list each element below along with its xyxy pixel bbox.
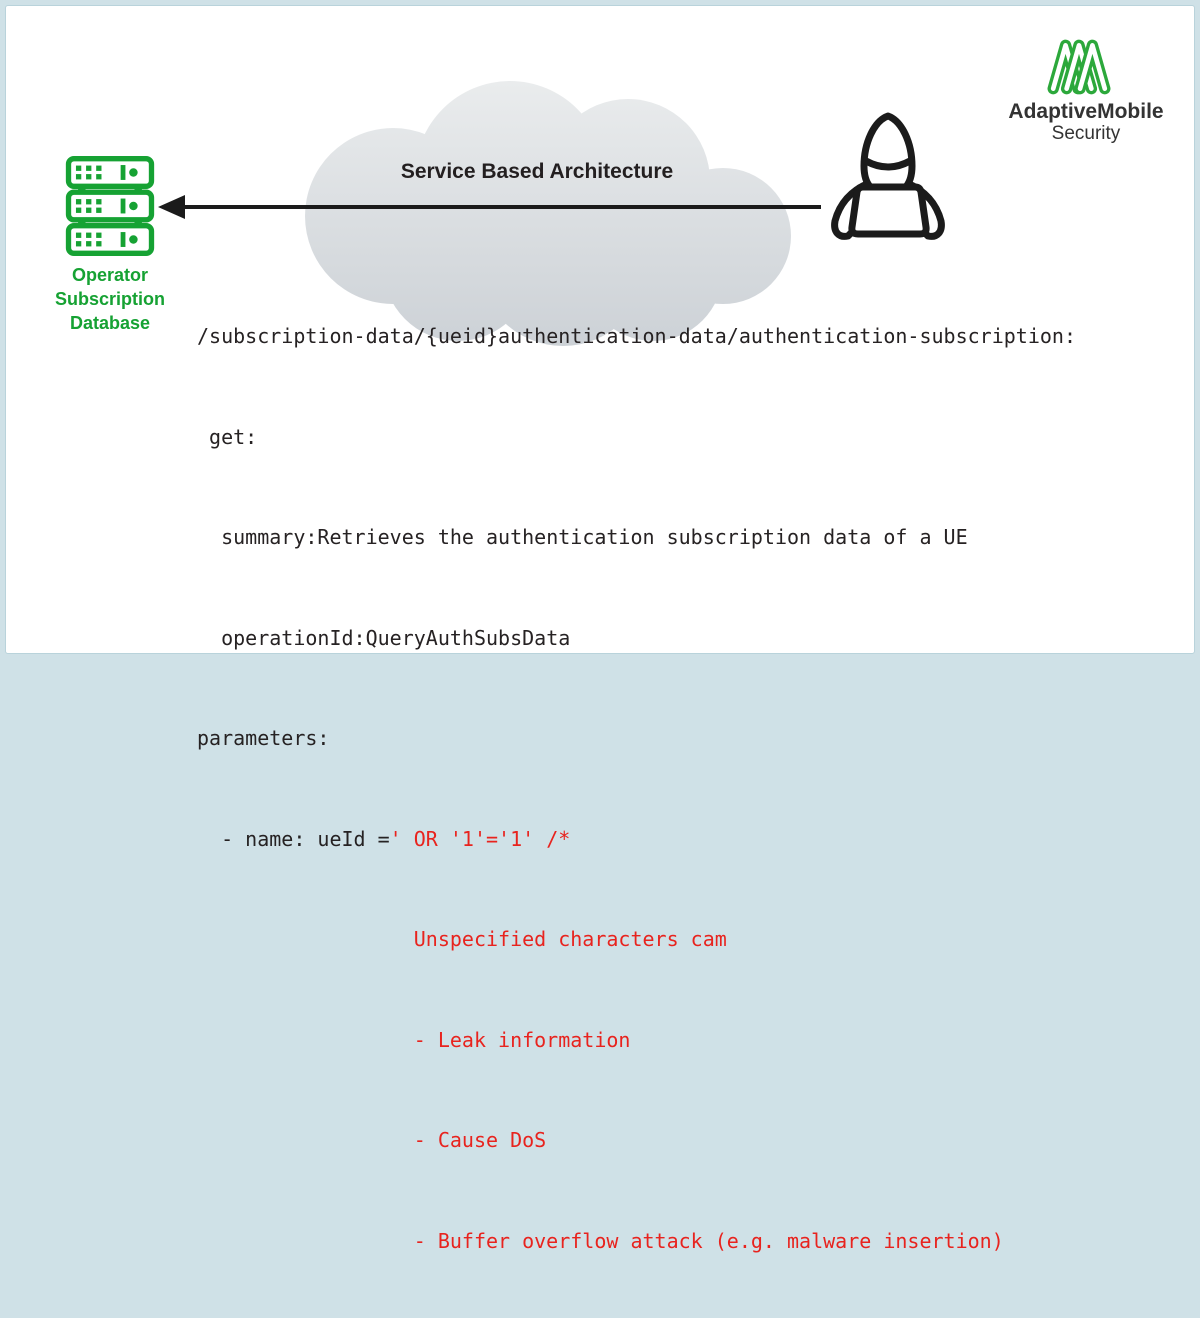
logo-wordmark: AdaptiveMobile Security <box>996 100 1176 144</box>
database-label-line: Subscription <box>54 289 165 309</box>
database-label-line: Operator <box>71 265 149 285</box>
logo-division-name: Security <box>1051 123 1121 144</box>
code-line-parameters: parameters: <box>197 726 330 750</box>
code-line-summary: summary:Retrieves the authentication sub… <box>197 525 968 549</box>
attack-arrow <box>158 195 821 219</box>
hacker-with-laptop-icon <box>831 112 945 240</box>
attack-annotation-line: - Cause DoS <box>413 1128 547 1152</box>
attack-annotation-line: - Buffer overflow attack (e.g. malware i… <box>413 1228 1004 1253</box>
code-line-get: get: <box>197 424 258 449</box>
code-line-operation-id: operationId:QueryAuthSubsData <box>197 625 571 650</box>
diagram-canvas: Service Based Architecture <box>5 5 1195 1253</box>
api-yaml-snippet: /subscription-data/{ueid}authentication-… <box>197 253 1076 1318</box>
database-label-line: Database <box>69 313 151 333</box>
code-param-name: - name: ueId = <box>197 826 390 851</box>
laptop-shape <box>848 183 930 238</box>
server-stack-icon <box>65 156 155 256</box>
attack-annotation-line: - Leak information <box>413 1027 631 1052</box>
cloud-shape <box>305 81 791 346</box>
code-line-injection: - name: ueId =' OR '1'='1' /* <box>197 823 1076 857</box>
cloud-title: Service Based Architecture <box>400 160 674 183</box>
database-label: Operator Subscription Database <box>30 263 190 335</box>
attack-annotation-line: Unspecified characters cam <box>413 927 727 951</box>
sql-injection-payload: ' OR '1'='1' /* <box>389 826 571 851</box>
logo-brand-name: AdaptiveMobile <box>1008 100 1164 123</box>
code-line-path: /subscription-data/{ueid}authentication-… <box>197 324 1076 348</box>
adaptivemobile-logo-icon <box>1047 39 1111 95</box>
